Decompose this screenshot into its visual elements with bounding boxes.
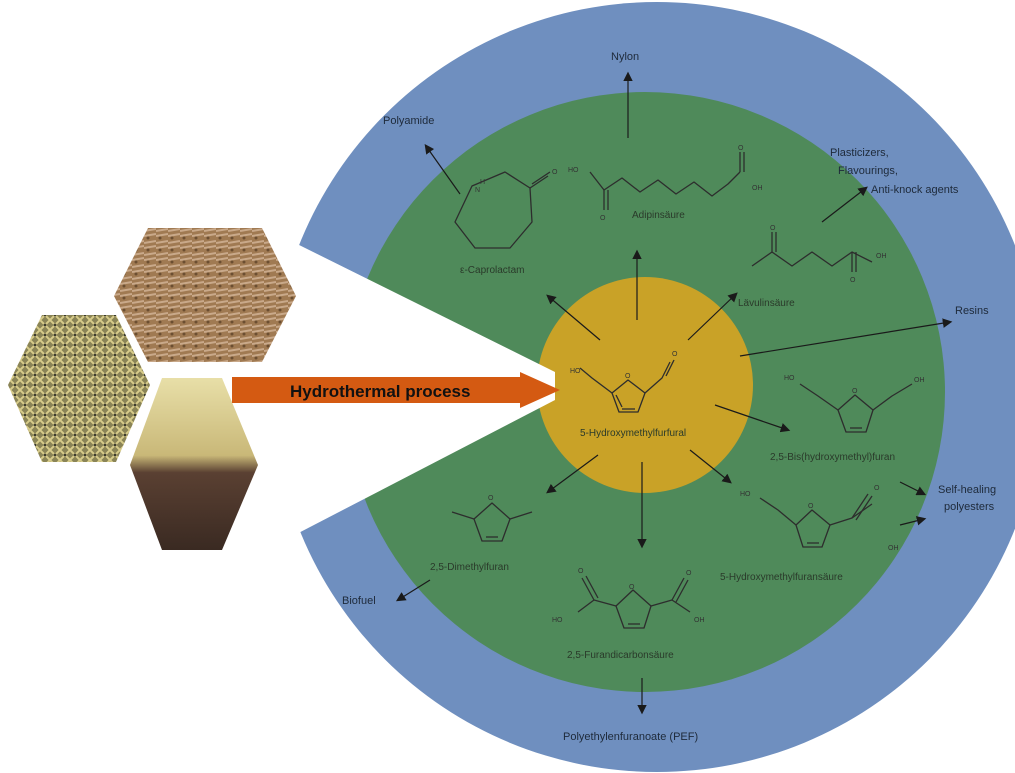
dmf-label: 2,5-Dimethylfuran <box>430 562 509 573</box>
svg-text:HO: HO <box>784 375 795 382</box>
svg-text:OH: OH <box>914 377 925 384</box>
hmf-label: 5-Hydroxymethylfurfural <box>580 428 686 439</box>
svg-text:O: O <box>852 388 858 395</box>
svg-text:OH: OH <box>888 545 899 552</box>
bread-image <box>114 228 296 362</box>
svg-text:O: O <box>578 568 584 575</box>
svg-text:O: O <box>625 373 631 380</box>
pasta-image <box>8 315 150 462</box>
svg-text:OH: OH <box>876 253 887 260</box>
process-label: Hydrothermal process <box>290 382 470 401</box>
svg-text:O: O <box>770 225 776 232</box>
svg-text:OH: OH <box>752 185 763 192</box>
svg-text:O: O <box>850 277 856 284</box>
product-biofuel: Biofuel <box>342 595 376 607</box>
product-plasticizers-2: Flavourings, <box>838 165 898 177</box>
svg-text:O: O <box>552 169 558 176</box>
product-resins: Resins <box>955 305 989 317</box>
product-plasticizers-3: Anti-knock agents <box>871 184 959 196</box>
caprolactam-label: ε-Caprolactam <box>460 265 524 276</box>
product-polyamide: Polyamide <box>383 115 434 127</box>
adipic-label: Adipinsäure <box>632 210 685 221</box>
product-selfhealing-2: polyesters <box>944 501 995 513</box>
mushroom-image <box>130 378 258 550</box>
svg-text:O: O <box>600 215 606 222</box>
svg-text:N: N <box>475 187 480 194</box>
svg-text:O: O <box>488 495 494 502</box>
product-nylon: Nylon <box>611 51 639 63</box>
svg-text:O: O <box>874 485 880 492</box>
product-pef: Polyethylenfuranoate (PEF) <box>563 731 698 743</box>
svg-text:O: O <box>686 570 692 577</box>
bhmf-label: 2,5-Bis(hydroxymethyl)furan <box>770 452 895 463</box>
svg-text:OH: OH <box>694 617 705 624</box>
product-selfhealing-1: Self-healing <box>938 484 996 496</box>
svg-text:HO: HO <box>740 491 751 498</box>
svg-text:HO: HO <box>552 617 563 624</box>
fdca-label: 2,5-Furandicarbonsäure <box>567 650 674 661</box>
product-plasticizers-1: Plasticizers, <box>830 147 889 159</box>
hmfa-label: 5-Hydroxymethylfuransäure <box>720 572 843 583</box>
svg-text:O: O <box>672 351 678 358</box>
svg-text:H: H <box>480 179 485 186</box>
svg-text:HO: HO <box>570 368 581 375</box>
svg-text:HO: HO <box>568 167 579 174</box>
svg-text:O: O <box>738 145 744 152</box>
svg-text:O: O <box>808 503 814 510</box>
levulinic-label: Lävulinsäure <box>738 298 795 309</box>
svg-text:O: O <box>629 584 635 591</box>
